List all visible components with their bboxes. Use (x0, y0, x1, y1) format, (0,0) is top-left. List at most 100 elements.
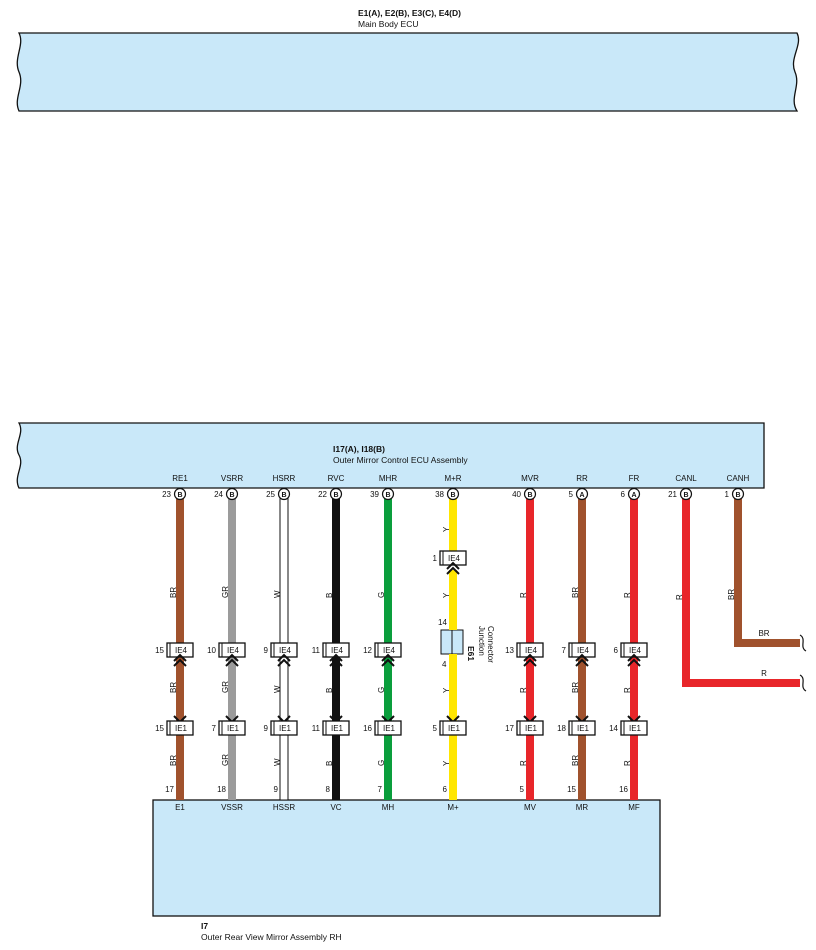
ecu-connector-letter: B (450, 492, 455, 499)
ecu-pin-number: 5 (569, 490, 574, 499)
wire-segment (228, 650, 236, 728)
wire-segment (578, 728, 586, 800)
wire-segment (526, 494, 534, 650)
wire-segment (228, 494, 236, 650)
mirror-pin-number: 18 (217, 785, 226, 794)
ecu-pin-number: 21 (668, 490, 677, 499)
wire-color-code: R (623, 592, 632, 598)
inline-connector-name: IE4 (175, 646, 188, 655)
inline-connector-name: IE1 (227, 724, 240, 733)
wire-segment (630, 494, 638, 650)
wire-color-code: R (623, 760, 632, 766)
ecu-pin-circle (679, 487, 693, 501)
ecu-connector-letter: B (683, 492, 688, 499)
connector-chevron (225, 653, 239, 662)
wire-segment (449, 728, 457, 800)
inline-connector-box (516, 642, 544, 658)
ecu-pin-circle (225, 487, 239, 501)
inline-connector-pin: 16 (363, 724, 372, 733)
ecu-terminal-name: FR (629, 474, 640, 483)
ecu-connector-letter: B (333, 492, 338, 499)
main-body-ecu-box (16, 32, 800, 112)
wire-segment (526, 728, 534, 800)
inline-connector-pin: 14 (609, 724, 618, 733)
connector-chevron (225, 658, 239, 667)
mirror-terminal-name: MV (524, 803, 537, 812)
mirror-pin-number: 16 (619, 785, 628, 794)
wire-color-code: B (325, 688, 334, 693)
wire-break-mark (799, 674, 807, 692)
inline-connector-pin: 7 (562, 646, 567, 655)
ecu-connector-letter: A (631, 492, 636, 499)
wire-segment (332, 728, 340, 800)
connector-chevron (523, 658, 537, 667)
mirror-assembly-rh-name: Outer Rear View Mirror Assembly RH (201, 932, 342, 942)
mirror-pin-number: 9 (274, 785, 279, 794)
wire-segment (682, 494, 690, 687)
wire-color-code: Y (442, 526, 451, 532)
inline-connector-name: IE4 (331, 646, 344, 655)
mirror-pin-number: 7 (378, 785, 383, 794)
mirror-terminal-name: HSSR (273, 803, 295, 812)
inline-connector-pin: 13 (505, 646, 514, 655)
mirror-terminal-name: MR (576, 803, 589, 812)
inline-connector-name: IE4 (227, 646, 240, 655)
wire-segment (682, 679, 800, 687)
inline-connector-name: IE1 (175, 724, 188, 733)
mirror-terminal-name: M+ (447, 803, 459, 812)
wire-color-code: BR (169, 587, 178, 598)
ecu-pin-circle (627, 487, 641, 501)
ecu-pin-circle (523, 487, 537, 501)
inline-connector-pin: 1 (433, 554, 438, 563)
inline-connector-pin: 9 (264, 646, 269, 655)
mirror-terminal-name: VSSR (221, 803, 243, 812)
inline-connector-box (218, 642, 246, 658)
ecu-connector-letter: B (385, 492, 390, 499)
ecu-pin-circle (381, 487, 395, 501)
wire-segment (384, 650, 392, 728)
wire-color-code: GR (221, 681, 230, 693)
inline-connector-pin: 12 (363, 646, 372, 655)
inline-connector-box (374, 720, 402, 736)
inline-connector-name: IE4 (577, 646, 590, 655)
ecu-terminal-name: HSRR (273, 474, 296, 483)
connector-chevron (446, 561, 460, 570)
ecu-pin-number: 1 (725, 490, 730, 499)
inline-connector-box (439, 720, 467, 736)
wire-segment (228, 728, 236, 800)
inline-connector-pin: 6 (614, 646, 619, 655)
ecu-terminal-name: CANL (675, 474, 697, 483)
mirror-terminal-name: MH (382, 803, 395, 812)
ecu-pin-circle (277, 487, 291, 501)
wire-segment (384, 728, 392, 800)
wire-break-mark (799, 634, 807, 652)
inline-connector-name: IE4 (629, 646, 642, 655)
wire-segment (176, 650, 184, 728)
inline-connector-pin: 17 (505, 724, 514, 733)
mirror-assembly-rh-box (152, 799, 661, 917)
inline-connector-name: IE1 (525, 724, 538, 733)
wire-color-code: R (675, 594, 684, 600)
wire-segment (630, 650, 638, 728)
wire-segment (578, 650, 586, 728)
mirror-pin-number: 17 (165, 785, 174, 794)
inline-connector-box (270, 642, 298, 658)
ecu-terminal-name: MHR (379, 474, 397, 483)
inline-connector-box (620, 720, 648, 736)
ecu-pin-number: 6 (621, 490, 626, 499)
wire-color-code: BR (571, 755, 580, 766)
mirror-assembly-rh-connector: I7 (201, 921, 208, 931)
junction-pin-top: 14 (438, 618, 447, 627)
connector-chevron (523, 653, 537, 662)
connector-chevron (277, 653, 291, 662)
inline-connector-box (568, 720, 596, 736)
wire-color-code: W (273, 590, 282, 598)
ecu-terminal-name: M+R (444, 474, 461, 483)
wire-color-code: BR (758, 629, 769, 638)
